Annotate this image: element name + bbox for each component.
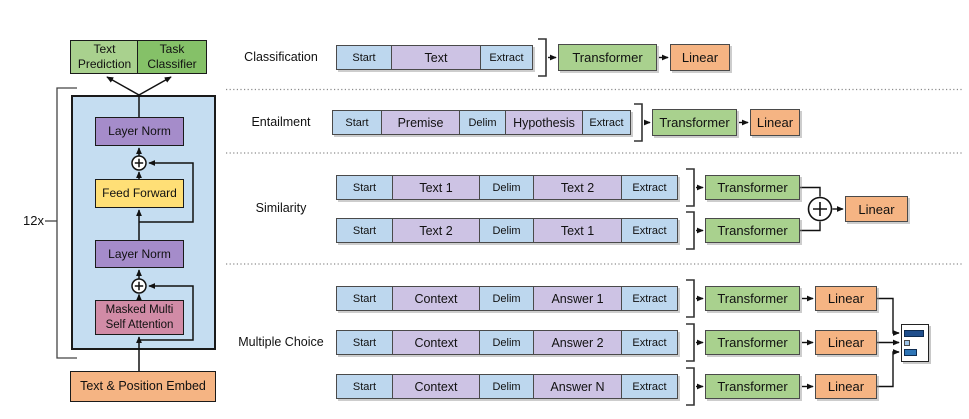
task-label-multiple-choice: Multiple Choice <box>238 335 324 349</box>
embedding-label: Text & Position Embed <box>80 378 206 393</box>
multiple-choice-linear-box-1: Linear <box>815 286 877 311</box>
token-extract: Extract <box>621 218 678 243</box>
feed-forward-block: Feed Forward <box>95 179 184 208</box>
token-start: Start <box>336 374 393 399</box>
multiple-choice-linear-box-2: Linear <box>815 330 877 355</box>
token-extract: Extract <box>621 330 678 355</box>
token-delim: Delim <box>459 110 506 135</box>
token-hypothesis: Hypothesis <box>505 110 583 135</box>
token-context: Context <box>392 330 480 355</box>
classification-token-strip: Start Text Extract <box>336 45 533 70</box>
classification-transformer-box: Transformer <box>558 44 657 71</box>
token-extract: Extract <box>480 45 533 70</box>
multiple-choice-token-strip-2: Start Context Delim Answer 2 Extract <box>336 330 678 355</box>
task-label-entailment: Entailment <box>251 115 311 129</box>
text-prediction-label: Text Prediction <box>77 42 132 71</box>
similarity-transformer-box-2: Transformer <box>705 218 800 243</box>
entailment-transformer-box: Transformer <box>652 109 737 136</box>
token-start: Start <box>336 330 393 355</box>
token-start: Start <box>332 110 382 135</box>
layer-norm-top-block: Layer Norm <box>95 117 184 146</box>
multiple-choice-linear-box-3: Linear <box>815 374 877 399</box>
token-delim: Delim <box>479 218 534 243</box>
multiple-choice-token-strip-3: Start Context Delim Answer N Extract <box>336 374 678 399</box>
repeat-count-label: 12x <box>23 213 44 228</box>
token-text2: Text 2 <box>392 218 480 243</box>
token-text1: Text 1 <box>392 175 480 200</box>
token-delim: Delim <box>479 175 534 200</box>
token-start: Start <box>336 175 393 200</box>
feed-forward-label: Feed Forward <box>102 186 177 200</box>
similarity-token-strip-1: Start Text 1 Delim Text 2 Extract <box>336 175 678 200</box>
masked-attention-label: Masked Multi Self Attention <box>105 303 174 331</box>
similarity-token-strip-2: Start Text 2 Delim Text 1 Extract <box>336 218 678 243</box>
token-delim: Delim <box>479 330 534 355</box>
score-bar-answer1 <box>904 330 924 337</box>
multiple-choice-token-strip-1: Start Context Delim Answer 1 Extract <box>336 286 678 311</box>
multiple-choice-transformer-box-1: Transformer <box>705 286 800 311</box>
entailment-token-strip: Start Premise Delim Hypothesis Extract <box>332 110 631 135</box>
similarity-linear-box: Linear <box>845 196 908 222</box>
token-context: Context <box>392 286 480 311</box>
masked-attention-block: Masked Multi Self Attention <box>95 300 184 335</box>
token-extract: Extract <box>582 110 631 135</box>
token-premise: Premise <box>381 110 460 135</box>
token-start: Start <box>336 218 393 243</box>
token-start: Start <box>336 45 392 70</box>
score-bar-answer2 <box>904 340 910 346</box>
token-answer1: Answer 1 <box>533 286 622 311</box>
token-text2: Text 2 <box>533 175 622 200</box>
text-prediction-head: Text Prediction <box>70 40 139 74</box>
token-extract: Extract <box>621 286 678 311</box>
token-text: Text <box>391 45 481 70</box>
token-delim: Delim <box>479 286 534 311</box>
entailment-linear-box: Linear <box>750 109 800 136</box>
score-bar-answerN <box>904 349 917 356</box>
similarity-transformer-box-1: Transformer <box>705 175 800 200</box>
multiple-choice-transformer-box-3: Transformer <box>705 374 800 399</box>
token-text1: Text 1 <box>533 218 622 243</box>
multiple-choice-transformer-box-2: Transformer <box>705 330 800 355</box>
embedding-block: Text & Position Embed <box>70 371 216 402</box>
task-classifier-head: Task Classifier <box>137 40 207 74</box>
token-extract: Extract <box>621 175 678 200</box>
token-answer2: Answer 2 <box>533 330 622 355</box>
token-context: Context <box>392 374 480 399</box>
task-label-similarity: Similarity <box>255 201 307 215</box>
token-answerN: Answer N <box>533 374 622 399</box>
task-label-classification: Classification <box>244 50 318 64</box>
answer-scores-chart-icon <box>901 324 929 362</box>
task-classifier-label: Task Classifier <box>147 42 197 71</box>
token-delim: Delim <box>479 374 534 399</box>
token-start: Start <box>336 286 393 311</box>
layer-norm-bottom-block: Layer Norm <box>95 240 184 268</box>
classification-linear-box: Linear <box>670 44 730 71</box>
layer-norm-top-label: Layer Norm <box>108 124 171 138</box>
layer-norm-bottom-label: Layer Norm <box>108 246 171 261</box>
token-extract: Extract <box>621 374 678 399</box>
similarity-sum-icon <box>807 196 833 222</box>
